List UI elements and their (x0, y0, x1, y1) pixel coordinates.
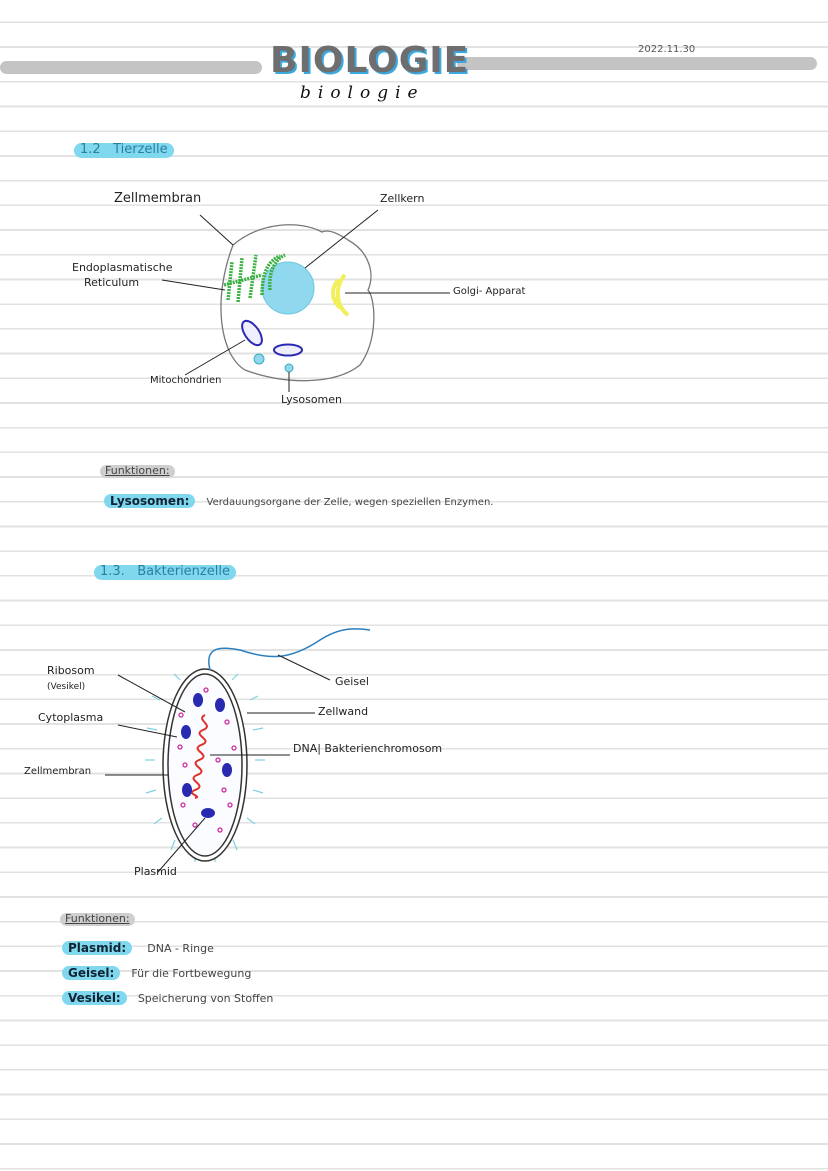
function-term: Vesikel: (62, 991, 127, 1005)
label-plasmid: Plasmid (134, 865, 177, 878)
bacteria-cell-diagram (105, 628, 371, 873)
label-zellmembran: Zellmembran (114, 191, 202, 206)
section-number: 1.2 (80, 142, 101, 157)
label-zellmembran-bacteria: Zellmembran (24, 766, 92, 777)
page-title: BIOLOGIE (270, 40, 470, 81)
golgi (331, 273, 350, 317)
label-mitochondrien: Mitochondrien (150, 375, 222, 386)
functions-heading-animal: Funktionen: (100, 464, 175, 478)
label-er-line1: Endoplasmatische (72, 261, 173, 274)
flagellum (208, 628, 371, 671)
function-text: DNA - Ringe (147, 942, 214, 955)
function-term: Lysosomen: (104, 494, 196, 508)
function-term: Geisel: (62, 966, 121, 980)
cell-membrane (167, 673, 243, 857)
function-text: Speicherung von Stoffen (137, 992, 274, 1005)
label-geisel: Geisel (335, 675, 369, 688)
lysosome (253, 353, 265, 365)
label-zellwand: Zellwand (318, 705, 369, 718)
page-title-script: biologie (300, 83, 425, 103)
function-row: Vesikel: Speicherung von Stoffen (62, 988, 273, 1006)
section-number: 1.3. (100, 564, 125, 579)
function-row: Lysosomen: Verdauungsorgane der Zelle, w… (104, 491, 493, 509)
plasmid (201, 808, 215, 818)
label-cytoplasma: Cytoplasma (38, 711, 104, 724)
function-text: Verdauungsorgane der Zelle, wegen spezie… (206, 497, 494, 508)
er (223, 253, 286, 303)
function-row: Geisel: Für die Fortbewegung (62, 963, 251, 981)
dna-chromosome (190, 714, 208, 799)
header-bar-left (0, 61, 262, 74)
date: 2022.11.30 (638, 44, 696, 55)
section-heading-bacteria: 1.3. Bakterienzelle (94, 564, 236, 580)
mitochondrion (273, 343, 303, 357)
cell-membrane (220, 224, 375, 382)
label-lysosomen: Lysosomen (281, 393, 343, 406)
function-text: Für die Fortbewegung (131, 967, 252, 980)
label-er-line2: Reticulum (84, 276, 140, 289)
label-ribosom: Ribosom (47, 664, 95, 677)
section-title: Tierzelle (113, 142, 168, 157)
label-dna: DNA| Bakterienchromosom (293, 742, 443, 755)
header-bar-right (457, 57, 817, 70)
label-vesikel: (Vesikel) (47, 682, 86, 692)
function-row: Plasmid: DNA - Ringe (62, 938, 214, 956)
mitochondrion (241, 319, 263, 347)
animal-cell-diagram (161, 209, 450, 392)
functions-heading-bacteria: Funktionen: (60, 912, 135, 926)
section-title: Bakterienzelle (137, 564, 230, 579)
section-heading-animal: 1.2 Tierzelle (74, 142, 174, 158)
label-zellkern: Zellkern (380, 192, 425, 205)
lysosome (284, 363, 294, 373)
function-term: Plasmid: (62, 941, 133, 955)
label-golgi: Golgi- Apparat (453, 286, 526, 297)
